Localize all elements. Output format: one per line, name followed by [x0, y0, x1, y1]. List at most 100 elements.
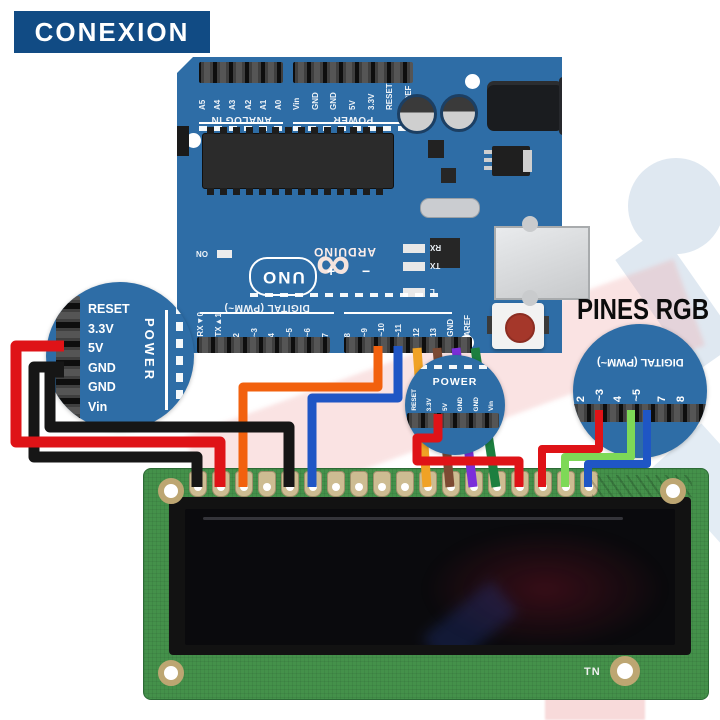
lcd-pad-hole-8	[355, 483, 363, 491]
reset-button-tab-right	[544, 316, 549, 334]
lcd-pad-5	[281, 471, 299, 497]
small-black-square	[441, 168, 456, 183]
left-callout-silk-pads	[176, 306, 183, 416]
regulator-leg-1	[484, 150, 492, 154]
lcd-pad-hole-9	[378, 483, 386, 491]
capacitor-1	[397, 94, 437, 134]
pin-label-d13: 13	[428, 328, 438, 337]
lcd-pad-hole-14	[493, 483, 501, 491]
usb-connector	[494, 226, 590, 300]
regulator-leg-2	[484, 158, 492, 162]
pin-label-d1: TX►1	[213, 313, 223, 337]
crystal-oscillator	[420, 198, 480, 218]
mid-callout-pin-5v: 5V	[441, 403, 449, 411]
lcd-pad-hole-7	[332, 483, 340, 491]
digital-silk-pads	[250, 293, 440, 297]
usb-notch-bottom	[522, 290, 538, 306]
lcd-pad-15	[511, 471, 529, 497]
infinity-logo: ∞	[316, 237, 351, 290]
chip-legs-bottom	[207, 188, 389, 195]
rgb-callout-pin-4: 4	[612, 395, 625, 402]
edge-header-stub	[177, 126, 189, 156]
mid-callout-socket	[407, 413, 499, 428]
usb-notch-top	[522, 216, 538, 232]
pin-label-a5: A5	[198, 99, 207, 110]
rgb-callout-socket	[573, 404, 707, 422]
mid-callout-pin-gnd1: GND	[457, 396, 465, 411]
lcd-screw-hole-br	[610, 656, 640, 686]
left-callout-power-label: POWER	[142, 318, 157, 383]
barrel-jack-cap	[559, 77, 580, 135]
banner: CONEXION	[14, 11, 210, 53]
lcd-pad-hole-16	[539, 483, 547, 491]
mid-callout-pin-3v3: 3.3V	[426, 397, 434, 411]
rgb-callout-pin-3: ~3	[593, 389, 606, 402]
reset-button-tab-left	[487, 316, 492, 334]
mounting-hole-1	[186, 133, 201, 148]
lcd-pad-13	[465, 471, 483, 497]
watermark-blue-circle	[628, 158, 720, 254]
lcd-pad-hole-1	[194, 483, 202, 491]
pin-label-a2: A2	[243, 99, 253, 110]
pin-label-dgnd: GND	[445, 319, 455, 337]
rx-led	[403, 244, 425, 253]
pin-label-5v: 5V	[347, 100, 357, 110]
reset-button	[492, 303, 544, 349]
pin-label-d9: ~9	[360, 327, 370, 337]
lcd-pad-17	[557, 471, 575, 497]
lcd-pad-4	[258, 471, 276, 497]
left-callout-pin-5v: 5V	[88, 341, 104, 355]
uno-oval: UNO	[249, 257, 317, 296]
lcd-tint-red	[425, 529, 665, 645]
chip-legs-top	[207, 127, 389, 134]
on-led	[217, 250, 232, 258]
power-callout-mid: POWER RESET 3.3V 5V GND GND Vin	[405, 355, 505, 455]
analog-header-socket	[199, 62, 283, 83]
mid-callout-silk-pads	[419, 365, 491, 369]
uno-label: UNO	[261, 267, 305, 287]
on-led-label: ON	[196, 249, 208, 258]
l-led	[403, 288, 425, 297]
lcd-reflection	[203, 517, 623, 520]
capacitor-2	[440, 94, 478, 132]
arduino-board: A5 A4 A3 A2 A1 A0 Vin GND GND 5V 3.3V RE…	[177, 57, 562, 353]
pin-label-gnd1: GND	[310, 92, 320, 110]
power-callout-left: RESET 3.3V 5V GND GND Vin POWER	[46, 282, 194, 430]
pin-label-a0: A0	[273, 99, 283, 110]
lcd-pad-hole-15	[516, 483, 524, 491]
lcd-pad-hole-13	[470, 483, 478, 491]
pin-label-d3: ~3	[249, 327, 259, 337]
infinity-plus: +	[327, 263, 336, 279]
lcd-pad-9	[373, 471, 391, 497]
lcd-pad-12	[442, 471, 460, 497]
lcd-pad-hole-18	[585, 483, 593, 491]
lcd-screw-hole-bl	[158, 660, 184, 686]
mid-callout-pin-vin: Vin	[487, 401, 495, 411]
left-callout-pin-3v3: 3.3V	[88, 321, 114, 336]
left-callout-socket	[56, 296, 80, 420]
lcd-pad-2	[212, 471, 230, 497]
mid-callout-pin-gnd2: GND	[472, 396, 480, 411]
lcd-pad-6	[304, 471, 322, 497]
rgb-callout-pin-7: 7	[656, 395, 669, 402]
digital-silk-line-right	[344, 312, 452, 314]
regulator-tab	[523, 150, 532, 172]
mid-callout-pin-reset: RESET	[411, 389, 418, 411]
digital-silk-line-left	[200, 312, 334, 314]
digital-header-socket-left	[197, 337, 330, 353]
left-callout-silk-line	[165, 310, 168, 410]
pin-label-d0: RX◄0	[196, 312, 205, 337]
tx-led-label: TX	[430, 261, 441, 270]
lcd-pad-3	[235, 471, 253, 497]
rgb-callout-pin-8: 8	[674, 395, 687, 402]
lcd-pad-hole-17	[562, 483, 570, 491]
pin-label-a4: A4	[213, 99, 223, 110]
pin-label-3v3: 3.3V	[366, 93, 376, 110]
left-callout-pin-gnd1: GND	[88, 360, 116, 375]
pin-label-reset: RESET	[385, 83, 395, 110]
lcd-pad-hole-10	[401, 483, 409, 491]
analog-silk-line	[199, 122, 283, 124]
pin-label-a1: A1	[258, 99, 268, 110]
atmega-chip	[202, 133, 394, 189]
